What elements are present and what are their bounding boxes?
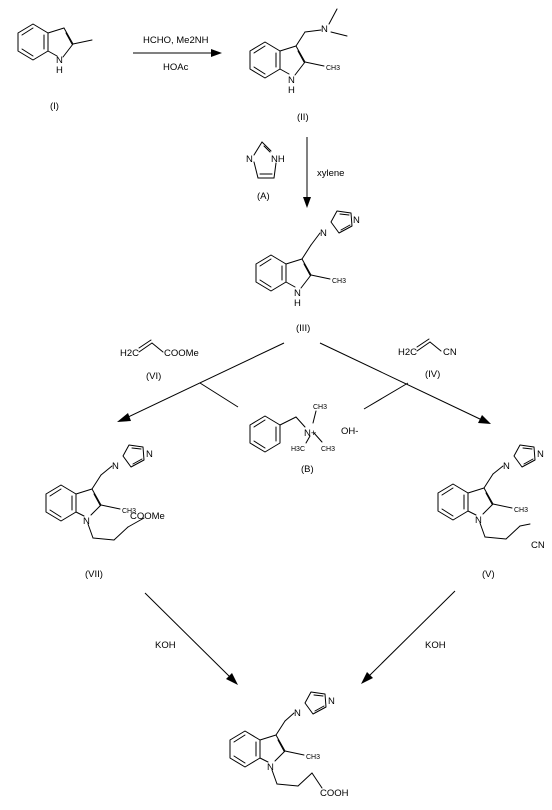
- hydrolysis-reagent-right: KOH: [425, 640, 446, 651]
- compound-IV: H2C CN (IV): [398, 338, 457, 380]
- compound-II-ch3: CH3: [326, 65, 340, 72]
- compound-A-nh: NH: [271, 154, 285, 165]
- compound-II: N CH3 N H (II): [249, 8, 348, 123]
- compound-product: N N CH3 N COOH: [229, 691, 349, 799]
- compound-I-h: H: [56, 65, 63, 76]
- compound-V-n-imid: N: [503, 461, 510, 472]
- compound-VII-label: (VII): [85, 569, 103, 580]
- compound-I-label: (I): [50, 101, 59, 112]
- compound-A-n: N: [246, 154, 253, 165]
- compound-III-h: H: [294, 298, 301, 309]
- step1-reagent-above: HCHO, Me2NH: [143, 35, 209, 46]
- compound-B-label: (B): [301, 464, 314, 475]
- compound-I-n: N: [56, 55, 63, 66]
- compound-B: N+ CH3 H3C CH3 OH- (B): [249, 404, 358, 475]
- step1-reagent-below: HOAc: [163, 62, 189, 73]
- compound-III-n: N: [294, 288, 301, 299]
- compound-VI-h2c: H2C: [120, 348, 139, 359]
- compound-product-n-imid2: N: [328, 696, 335, 707]
- compound-V-cn: CN: [531, 540, 545, 551]
- compound-III: N N CH3 N H (III): [255, 210, 360, 334]
- compound-II-n-amine: N: [321, 24, 328, 35]
- step2-reagent: xylene: [317, 168, 344, 179]
- hydrolysis-reagent-left: KOH: [155, 640, 176, 651]
- compound-product-acid: COOH: [320, 788, 349, 799]
- compound-B-oh: OH-: [341, 426, 358, 437]
- compound-V: N N CH3 N CN (V): [437, 444, 545, 580]
- compound-VII-n-imid2: N: [146, 449, 153, 460]
- compound-B-ch3-top: CH3: [313, 404, 327, 411]
- compound-VII-n: N: [83, 516, 90, 527]
- compound-IV-h2c: H2C: [398, 347, 417, 358]
- compound-IV-label: (IV): [425, 369, 440, 380]
- compound-IV-cn: CN: [443, 347, 457, 358]
- compound-II-h: H: [288, 85, 295, 96]
- compound-III-ch3: CH3: [332, 278, 346, 285]
- compound-VI-label: (VI): [146, 371, 161, 382]
- hydrolysis-arrow-left: KOH: [144, 592, 238, 685]
- compound-product-ch3: CH3: [306, 754, 320, 761]
- compound-B-ch3-left: H3C: [291, 446, 305, 453]
- compound-V-n-imid2: N: [537, 449, 544, 460]
- compound-V-n: N: [475, 515, 482, 526]
- compound-product-n: N: [267, 762, 274, 773]
- compound-V-ch3: CH3: [514, 507, 528, 514]
- compound-A: N NH (A): [246, 141, 285, 202]
- compound-VII-ch3: CH3: [122, 508, 136, 515]
- compound-III-n-imid: N: [320, 228, 327, 239]
- compound-VII-n-imid: N: [112, 461, 119, 472]
- compound-B-n-plus: N+: [304, 428, 317, 439]
- compound-VII: N N CH3 N COOMe (VII): [45, 444, 165, 580]
- step2-arrow: xylene: [303, 137, 344, 208]
- step1-arrow: HCHO, Me2NH HOAc: [133, 35, 222, 73]
- compound-A-label: (A): [257, 191, 270, 202]
- compound-B-ch3-right: CH3: [321, 446, 335, 453]
- compound-VI: H2C COOMe (VI): [120, 339, 199, 382]
- compound-I: N H (I): [17, 23, 93, 112]
- hydrolysis-arrow-right: KOH: [361, 590, 456, 684]
- compound-II-n: N: [288, 75, 295, 86]
- compound-III-n-imid2: N: [353, 215, 360, 226]
- branch-arrow-left: [117, 342, 285, 422]
- compound-V-label: (V): [482, 569, 495, 580]
- compound-VI-ester: COOMe: [164, 348, 199, 359]
- branch-arrow-right: [319, 342, 491, 424]
- compound-II-label: (II): [297, 112, 309, 123]
- compound-VII-ester: COOMe: [130, 511, 165, 522]
- compound-III-label: (III): [296, 323, 310, 334]
- compound-product-n-imid: N: [294, 708, 301, 719]
